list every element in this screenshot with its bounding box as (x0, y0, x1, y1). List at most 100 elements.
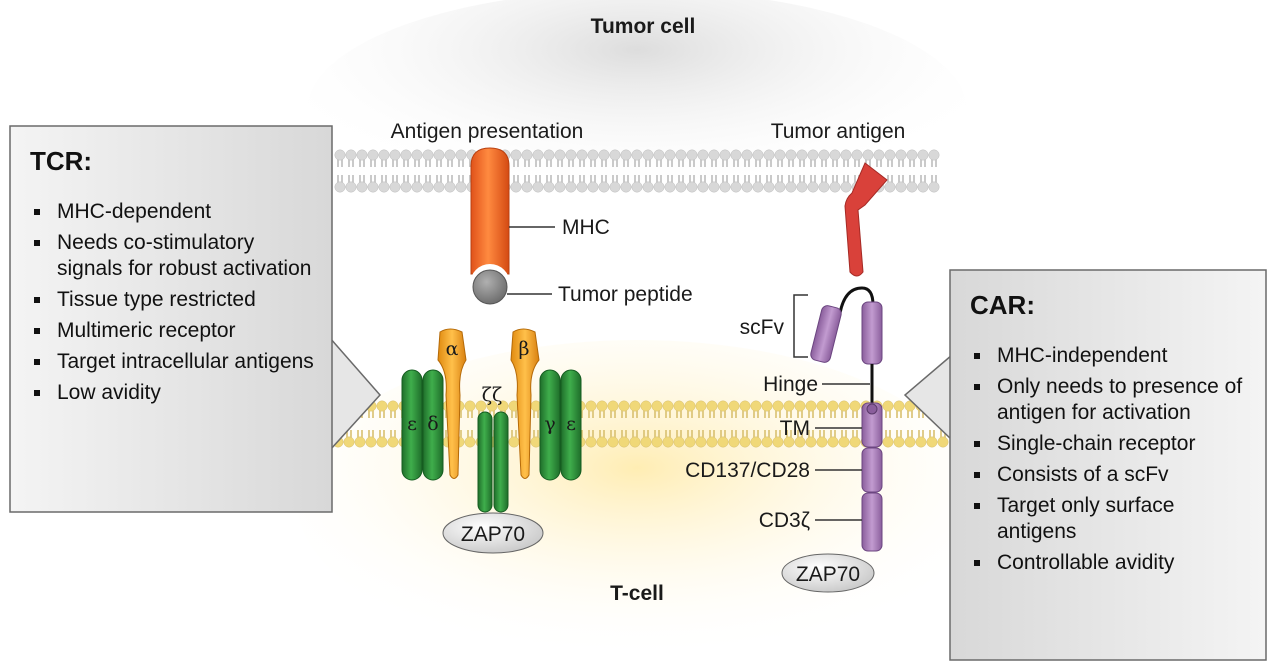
lipid-head (345, 181, 357, 193)
car-feature-item: Target only surface antigens (970, 493, 1250, 545)
lipid-head (774, 149, 786, 161)
lipid-head (411, 181, 423, 193)
lipid-head (915, 436, 927, 448)
lipid-head (840, 149, 852, 161)
lipid-head (455, 181, 467, 193)
gamma-label: γ (544, 413, 555, 435)
lipid-head (794, 400, 806, 412)
lipid-head (356, 149, 368, 161)
lipid-head (706, 436, 718, 448)
lipid-head (675, 149, 687, 161)
lipid-head (598, 149, 610, 161)
lipid-head (464, 436, 476, 448)
lipid-head (686, 181, 698, 193)
lipid-head (662, 436, 674, 448)
lipid-head (554, 181, 566, 193)
lipid-head (587, 181, 599, 193)
lipid-head (708, 149, 720, 161)
lipid-head (862, 149, 874, 161)
car-feature-item: Consists of a scFv (970, 462, 1250, 488)
tcr-beta-chain (510, 328, 540, 479)
lipid-head (829, 149, 841, 161)
antigen-presentation-label: Antigen presentation (391, 120, 584, 143)
tcr-feature-item: Needs co-stimulatory signals for robust … (30, 230, 316, 282)
lipid-head (508, 436, 520, 448)
lipid-head (631, 149, 643, 161)
tcr-feature-item: MHC-dependent (30, 199, 316, 225)
tcr-panel: TCR: MHC-dependent Needs co-stimulatory … (10, 126, 332, 512)
beta-label: β (519, 338, 530, 360)
lipid-head (497, 400, 509, 412)
lipid-head (609, 149, 621, 161)
lipid-head (849, 436, 861, 448)
lipid-head (750, 400, 762, 412)
lipid-head (728, 400, 740, 412)
lipid-head (653, 181, 665, 193)
lipid-head (378, 181, 390, 193)
epsilon-right-label: ε (566, 413, 576, 435)
lipid-head (629, 400, 641, 412)
lipid-head (596, 400, 608, 412)
lipid-head (433, 149, 445, 161)
lipid-head (673, 436, 685, 448)
lipid-head (719, 149, 731, 161)
lipid-head (607, 436, 619, 448)
lipid-head (785, 149, 797, 161)
lipid-head (673, 400, 685, 412)
lipid-head (818, 149, 830, 161)
lipid-head (818, 181, 830, 193)
lipid-head (345, 149, 357, 161)
scfv-bracket (793, 294, 808, 358)
lipid-head (642, 149, 654, 161)
tm-domain (861, 402, 883, 448)
lipid-head (686, 149, 698, 161)
lipid-head (772, 400, 784, 412)
tcr-feature-item: Multimeric receptor (30, 318, 316, 344)
mhc-label: MHC (562, 216, 610, 239)
scfv-light-domain (810, 305, 842, 363)
lipid-head (653, 149, 665, 161)
lipid-head (334, 181, 346, 193)
lipid-head (356, 181, 368, 193)
lipid-head (827, 400, 839, 412)
lipid-head (554, 149, 566, 161)
lipid-head (334, 149, 346, 161)
lipid-head (717, 400, 729, 412)
lipid-head (675, 181, 687, 193)
lipid-head (816, 436, 828, 448)
lipid-head (763, 181, 775, 193)
lipid-head (763, 149, 775, 161)
lipid-head (510, 181, 522, 193)
lipid-head (783, 400, 795, 412)
car-panel-frame (949, 269, 1267, 661)
lipid-head (596, 436, 608, 448)
lipid-head (882, 400, 894, 412)
lipid-head (851, 149, 863, 161)
lipid-head (422, 149, 434, 161)
lipid-head (607, 400, 619, 412)
lipid-head (642, 181, 654, 193)
lipid-head (565, 149, 577, 161)
lipid-head (739, 436, 751, 448)
lipid-head (805, 400, 817, 412)
car-feature-item: MHC-independent (970, 343, 1250, 369)
lipid-head (543, 149, 555, 161)
lipid-head (609, 181, 621, 193)
lipid-head (708, 181, 720, 193)
lipid-head (640, 436, 652, 448)
lipid-head (750, 436, 762, 448)
lipid-head (521, 149, 533, 161)
lipid-head (893, 436, 905, 448)
car-feature-item: Single-chain receptor (970, 431, 1250, 457)
lipid-head (510, 149, 522, 161)
cd3z-label: CD3ζ (759, 509, 810, 532)
hinge-label: Hinge (763, 373, 818, 396)
tcr-panel-frame (9, 125, 333, 513)
lipid-head (893, 400, 905, 412)
lipid-head (664, 181, 676, 193)
car-feature-item: Controllable avidity (970, 550, 1250, 576)
tm-label: TM (780, 417, 810, 440)
tcr-zap70 (442, 512, 544, 554)
car-zap70 (781, 553, 875, 593)
